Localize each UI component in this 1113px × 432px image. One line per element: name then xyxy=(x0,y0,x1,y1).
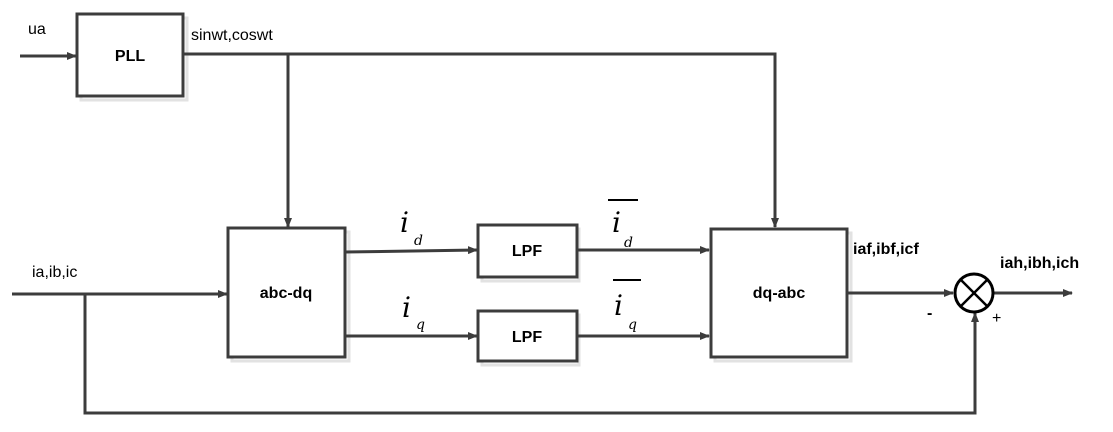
iq-label: i xyxy=(402,291,411,324)
iaf-label: iaf,ibf,icf xyxy=(853,241,919,258)
ua-label: ua xyxy=(28,21,46,38)
minus-sign: - xyxy=(927,305,932,322)
dq-abc-label: dq-abc xyxy=(753,285,806,302)
abc-dq-label: abc-dq xyxy=(260,285,312,302)
iq-bar-subscript: q xyxy=(628,317,637,333)
pll-to-dqabc-wire xyxy=(183,52,779,228)
id-subscript: d xyxy=(414,233,423,249)
id-bar-subscript: d xyxy=(624,235,633,251)
plus-sign: + xyxy=(992,310,1001,327)
feedforward-wire xyxy=(83,294,979,415)
summing-junction-icon xyxy=(953,272,995,314)
id-wire xyxy=(344,246,478,255)
lpf-q-label: LPF xyxy=(512,329,542,346)
pll-block xyxy=(75,12,185,98)
id-bar-label: i xyxy=(612,206,621,239)
dq-abc-block xyxy=(709,227,849,359)
lpf-block-d xyxy=(476,223,579,279)
abc-dq-block xyxy=(226,226,347,359)
sincos-label: sinwt,coswt xyxy=(191,27,273,44)
iq-subscript: q xyxy=(416,317,425,333)
iah-label: iah,ibh,ich xyxy=(1000,255,1079,272)
lpf-block-q xyxy=(476,309,579,363)
lpf-d-label: LPF xyxy=(512,243,542,260)
iabc-label: ia,ib,ic xyxy=(32,264,77,281)
id-label: i xyxy=(400,206,409,239)
pll-label: PLL xyxy=(115,48,145,65)
iq-bar-label: i xyxy=(614,289,623,322)
